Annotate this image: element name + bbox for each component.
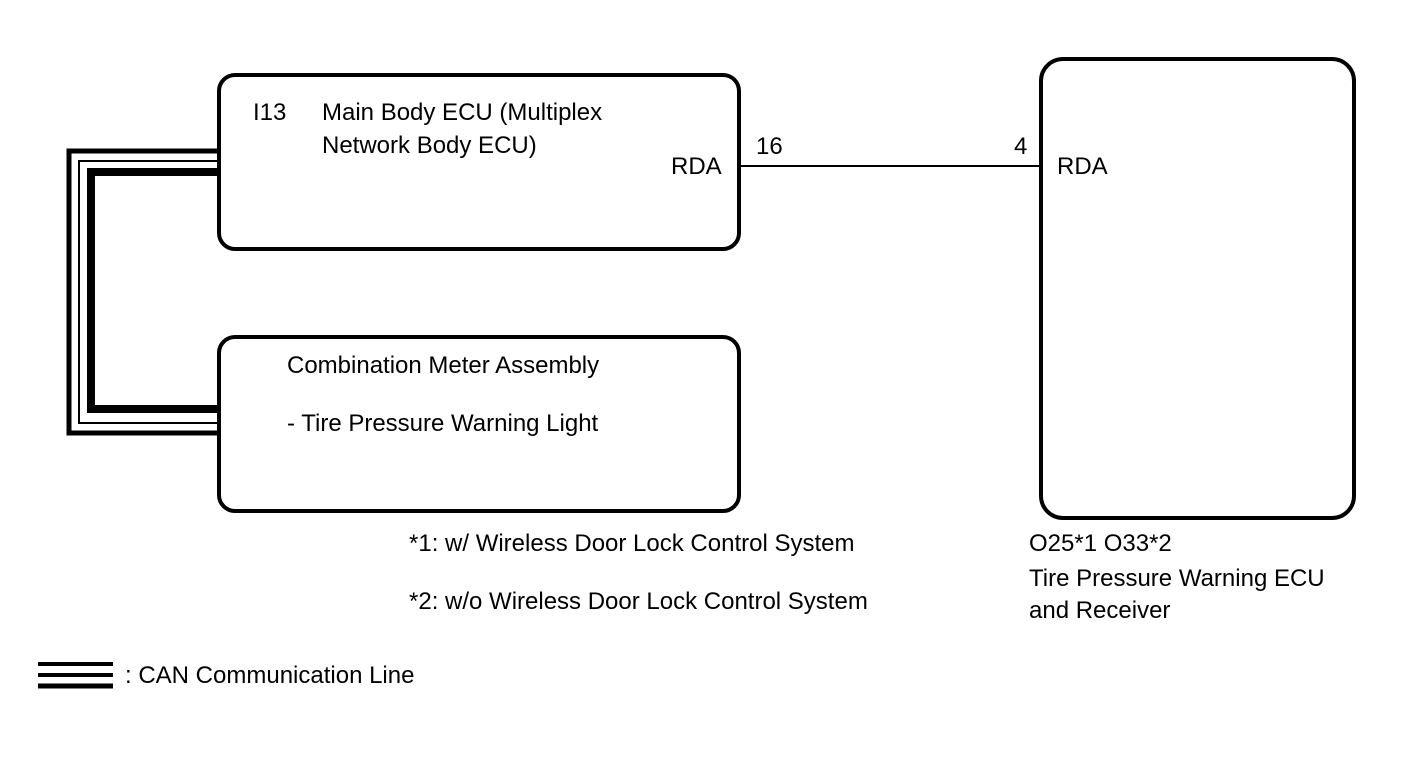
main-body-ecu-box [217,73,741,251]
combination-meter-name: Combination Meter Assembly [287,352,600,379]
main-body-ecu-name-line1: Main Body ECU (Multiplex [322,99,603,126]
can-legend-symbol [38,662,113,689]
tpw-ecu-name-line2: and Receiver [1029,597,1171,624]
main-body-ecu-code: I13 [253,99,287,126]
tpw-ecu-name-line1: Tire Pressure Warning ECU [1029,565,1325,592]
can-legend-label: : CAN Communication Line [125,662,415,689]
combination-meter-item: - Tire Pressure Warning Light [287,410,599,437]
combination-meter-box [217,335,741,513]
note-1: *1: w/ Wireless Door Lock Control System [409,530,855,557]
can-bus [66,148,217,436]
tpw-ecu-terminal-name: RDA [1057,153,1108,180]
main-body-ecu-terminal-name: RDA [671,153,722,180]
main-body-ecu-name-line2: Network Body ECU) [322,132,537,159]
tpw-ecu-box [1039,57,1356,520]
tpw-ecu-codes: O25*1 O33*2 [1029,530,1172,557]
main-body-ecu-pin: 16 [756,133,783,160]
tpw-ecu-pin: 4 [1014,133,1028,160]
note-2: *2: w/o Wireless Door Lock Control Syste… [409,588,868,615]
